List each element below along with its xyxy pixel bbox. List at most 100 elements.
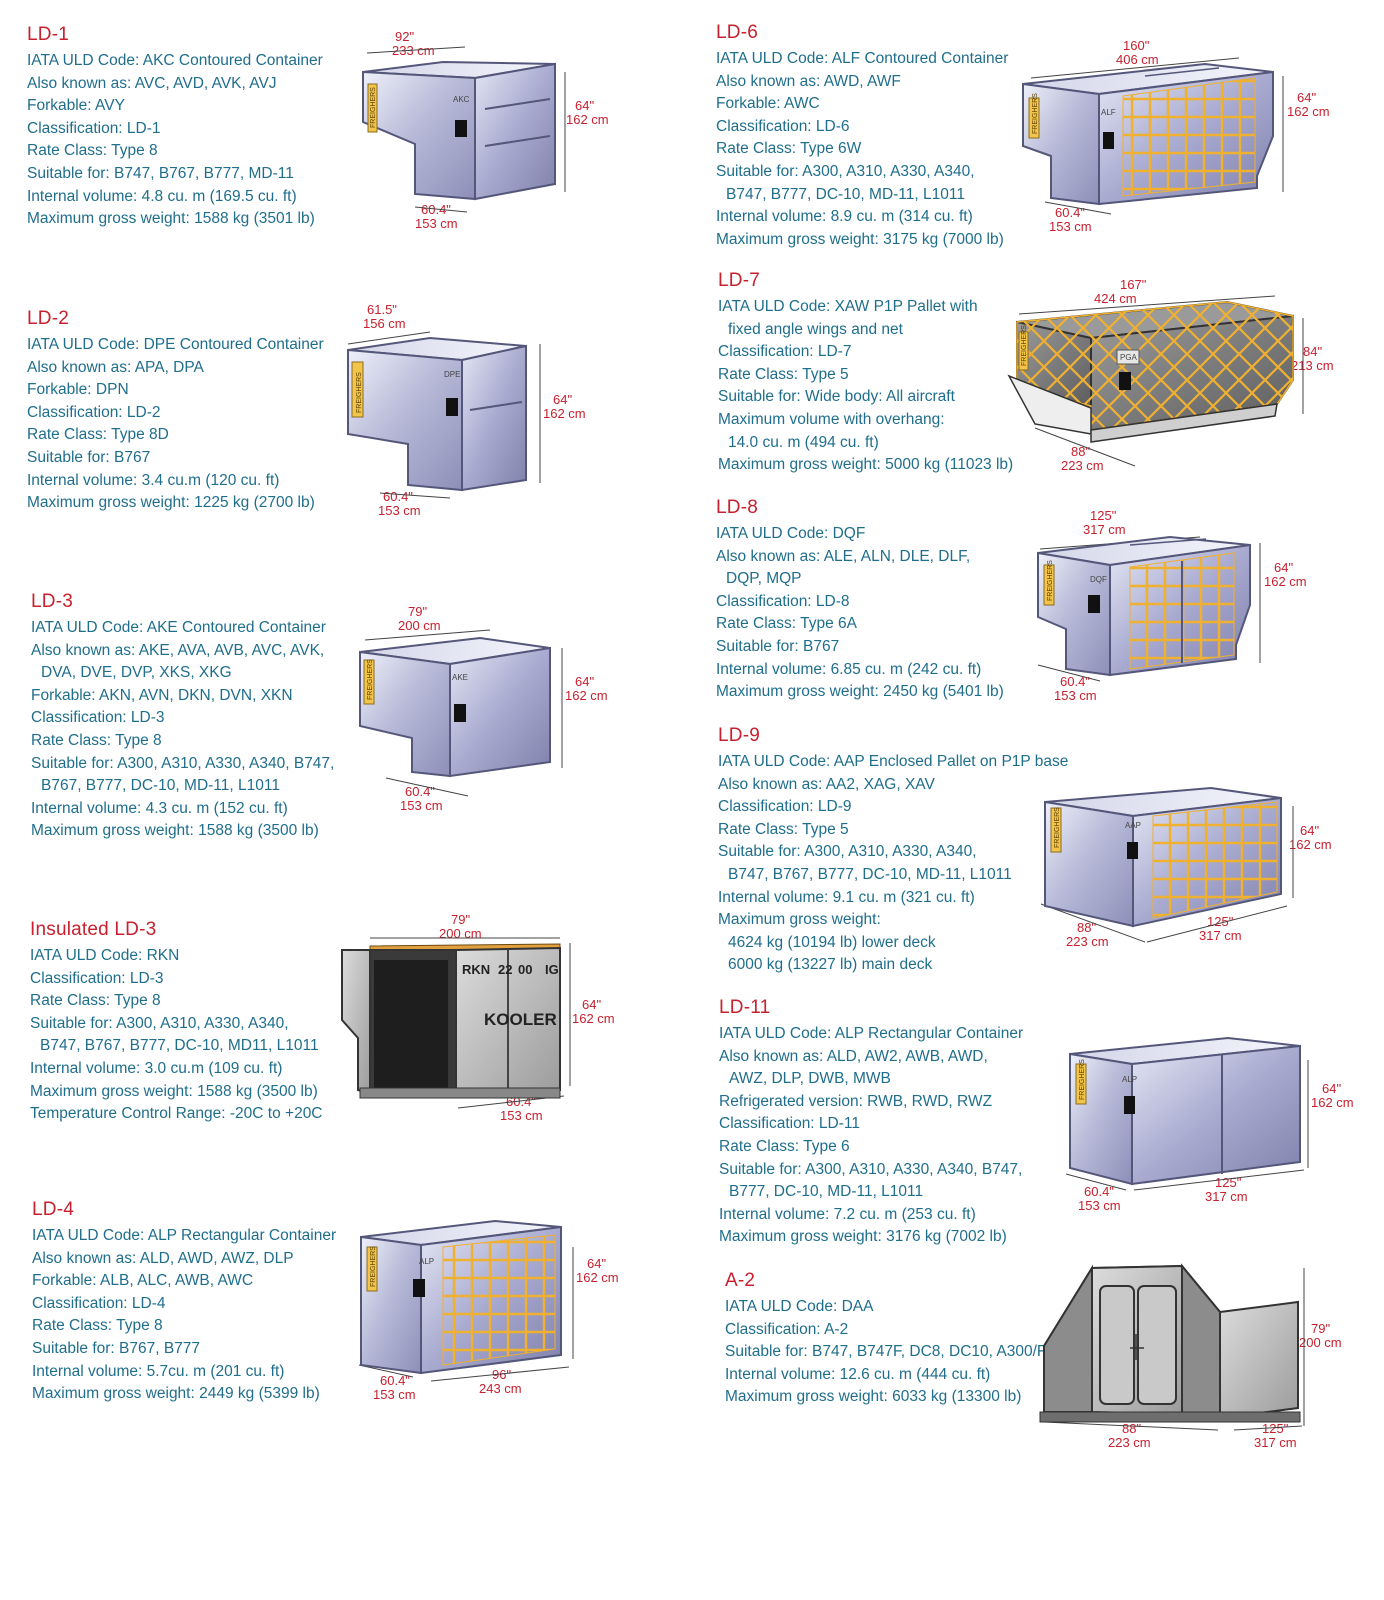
ld4-container-illustration: 64" 162 cm 60.4" 153 cm 96" 243 cm FREIG… [358, 1219, 619, 1402]
spec-line: Internal volume: 9.1 cu. m (321 cu. ft) [718, 888, 975, 906]
spec-line: Classification: LD-1 [27, 119, 161, 137]
dim-inch-height: 64" [582, 997, 601, 1012]
spec-line: Rate Class: Type 8 [30, 992, 161, 1010]
dim-cm-height: 162 cm [566, 112, 609, 127]
dim-cm-depth: 153 cm [378, 503, 421, 518]
uld-code-label: ALF [1101, 108, 1116, 117]
spec-line: Suitable for: B767 [716, 637, 840, 655]
spec-title: Insulated LD-3 [30, 919, 157, 940]
dim-inch-height: 64" [587, 1256, 606, 1271]
spec-line: Suitable for: B747, B767, B777, MD-11 [27, 164, 294, 182]
uld-code-part: IG [545, 962, 559, 977]
dim-inch-depth: 60.4" [383, 489, 413, 504]
spec-line: Classification: LD-6 [716, 117, 850, 135]
spec-line: Forkable: DPN [27, 381, 129, 399]
dim-cm-height: 162 cm [572, 1011, 615, 1026]
dim-cm-depth: 223 cm [1108, 1435, 1151, 1450]
spec-line: Suitable for: A300, A310, A330, A340, [718, 843, 977, 861]
dim-inch-depth: 88" [1122, 1421, 1141, 1436]
spec-ld9: LD-9 IATA ULD Code: AAP Enclosed Pallet … [718, 725, 1068, 977]
dim-inch-height: 64" [1274, 560, 1293, 575]
spec-line: Rate Class: Type 8D [27, 426, 169, 444]
spec-ld8: LD-8 IATA ULD Code: DQF Also known as: A… [716, 497, 1004, 704]
spec-line: Maximum gross weight: [718, 911, 881, 929]
freighters-label: FREIGHERS [356, 372, 363, 413]
spec-line: AWZ, DLP, DWB, MWB [729, 1070, 891, 1088]
spec-line: IATA ULD Code: ALP Rectangular Container [32, 1227, 337, 1244]
placard-icon [446, 398, 458, 416]
dim-inch-width: 125" [1207, 914, 1234, 929]
spec-line: Suitable for: A300, A310, A330, A340, [716, 162, 975, 180]
spec-ld4: LD-4 IATA ULD Code: ALP Rectangular Cont… [32, 1199, 336, 1406]
spec-line: DVA, DVE, DVP, XKS, XKG [41, 664, 232, 682]
spec-line: IATA ULD Code: ALP Rectangular Container [719, 1025, 1024, 1042]
ld11-container-illustration: 64" 162 cm 60.4" 153 cm 125" 317 cm FREI… [1065, 1036, 1354, 1213]
dim-cm-height: 200 cm [1299, 1335, 1342, 1350]
dimension-labels: 61.5" 156 cm 64" 162 cm 60.4" 153 cm [363, 302, 586, 518]
spec-line: Classification: LD-7 [718, 343, 852, 361]
uld-code-part: RKN [462, 962, 490, 977]
spec-line: Internal volume: 3.0 cu.m (109 cu. ft) [30, 1059, 283, 1077]
spec-line: B777, DC-10, MD-11, L1011 [729, 1183, 924, 1201]
dim-cm-depth: 153 cm [1078, 1198, 1121, 1213]
uld-code-label: AKC [453, 95, 470, 104]
dim-inch-depth: 60.4" [1055, 205, 1085, 220]
spec-ld1: LD-1 IATA ULD Code: AKC Contoured Contai… [27, 24, 323, 231]
spec-title: LD-4 [32, 1199, 74, 1220]
spec-line: IATA ULD Code: AKE Contoured Container [31, 619, 326, 636]
dimension-labels: 64" 162 cm 88" 223 cm 125" 317 cm [1066, 823, 1332, 949]
spec-ld3: LD-3 IATA ULD Code: AKE Contoured Contai… [31, 591, 334, 843]
dimension-labels: 125" 317 cm 64" 162 cm 60.4" 153 cm [1054, 508, 1307, 703]
spec-line: Suitable for: A300, A310, A330, A340, B7… [31, 754, 335, 772]
freighters-label: FREIGHERS [370, 87, 377, 128]
spec-line: Classification: LD-4 [32, 1294, 166, 1312]
spec-line: Internal volume: 5.7cu. m (201 cu. ft) [32, 1362, 285, 1380]
spec-title: A-2 [725, 1270, 756, 1291]
dim-cm-top: 200 cm [398, 618, 441, 633]
spec-line: IATA ULD Code: XAW P1P Pallet with [718, 298, 978, 315]
uld-code-part: 00 [518, 962, 532, 977]
placard-icon [1124, 1096, 1135, 1114]
spec-title: LD-1 [27, 24, 69, 45]
dim-cm-height: 213 cm [1291, 358, 1334, 373]
spec-line: Forkable: AVY [27, 97, 125, 115]
spec-line: Also known as: ALD, AW2, AWB, AWD, [719, 1047, 988, 1065]
spec-line: Refrigerated version: RWB, RWD, RWZ [719, 1092, 993, 1110]
dimension-labels: 79" 200 cm 88" 223 cm 125" 317 cm [1108, 1321, 1342, 1450]
spec-line: Maximum gross weight: 2449 kg (5399 lb) [32, 1385, 320, 1403]
spec-line: B747, B767, B777, DC-10, MD11, L1011 [40, 1037, 319, 1055]
spec-line: Internal volume: 7.2 cu. m (253 cu. ft) [719, 1205, 976, 1223]
ld1-container-illustration: 92" 233 cm 64" 162 cm 60.4" 153 cm FREIG… [362, 29, 609, 231]
dim-inch-width: 125" [1262, 1421, 1289, 1436]
spec-title: LD-7 [718, 270, 760, 291]
dim-cm-height: 162 cm [1289, 837, 1332, 852]
spec-line: Also known as: ALD, AWD, AWZ, DLP [32, 1249, 294, 1267]
spec-line: Suitable for: B767 [27, 448, 151, 466]
dim-inch-depth: 60.4" [405, 784, 435, 799]
dim-cm-width: 243 cm [479, 1381, 522, 1396]
dim-cm-depth: 153 cm [1049, 219, 1092, 234]
dim-cm-top: 156 cm [363, 316, 406, 331]
dimension-labels: 79" 200 cm 64" 162 cm 60.4" 153 cm [398, 604, 608, 813]
dim-cm-top: 200 cm [439, 926, 482, 941]
placard-icon [454, 704, 466, 722]
placard-icon [1088, 595, 1100, 613]
spec-line: Internal volume: 8.9 cu. m (314 cu. ft) [716, 208, 973, 226]
spec-line: Internal volume: 4.8 cu. m (169.5 cu. ft… [27, 187, 297, 205]
spec-line: Forkable: ALB, ALC, AWB, AWC [32, 1272, 254, 1290]
brand-label: KOOLER [484, 1010, 557, 1029]
spec-line: Maximum gross weight: 1588 kg (3500 lb) [30, 1082, 318, 1100]
spec-line: Maximum gross weight: 5000 kg (11023 lb) [718, 456, 1014, 474]
spec-line: Rate Class: Type 8 [27, 142, 158, 160]
spec-line: Rate Class: Type 5 [718, 820, 849, 838]
placard-icon [1103, 132, 1114, 149]
dim-cm-depth: 153 cm [415, 216, 458, 231]
spec-line: Forkable: AWC [716, 95, 820, 113]
dim-inch-width: 96" [492, 1367, 511, 1382]
spec-line: Internal volume: 3.4 cu.m (120 cu. ft) [27, 471, 280, 489]
ld2-container-illustration: 61.5" 156 cm 64" 162 cm 60.4" 153 cm FRE… [347, 302, 586, 518]
dim-inch-top: 92" [395, 29, 414, 44]
spec-line: DQP, MQP [726, 570, 802, 588]
spec-insulated-ld3: Insulated LD-3 IATA ULD Code: RKN Classi… [30, 919, 323, 1126]
spec-line: IATA ULD Code: DAA [725, 1298, 874, 1315]
